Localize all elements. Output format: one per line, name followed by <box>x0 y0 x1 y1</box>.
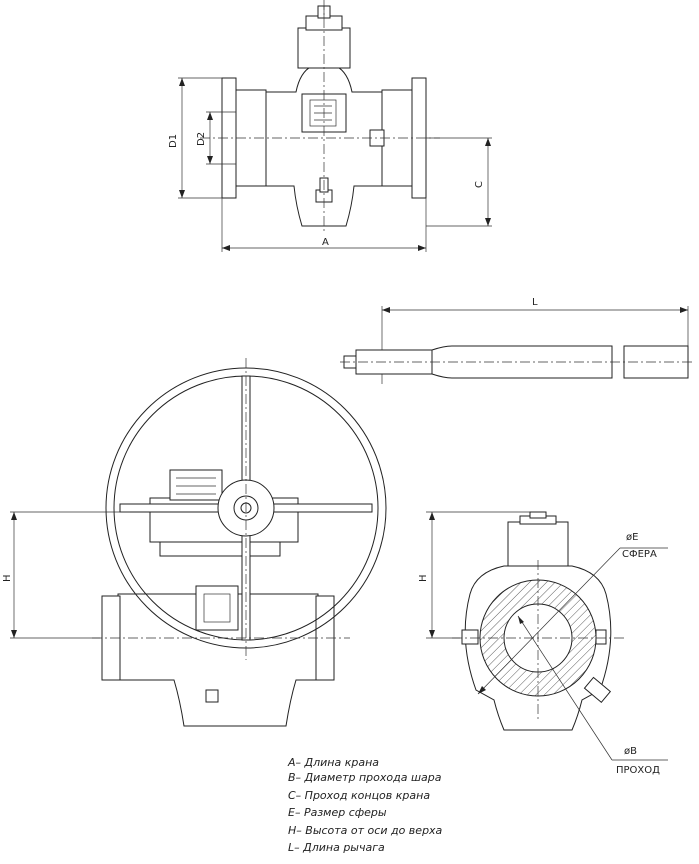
dim-C-label: C <box>474 181 485 188</box>
dim-L-label: L <box>532 297 538 308</box>
legend-item-h: H– Высота от оси до верха <box>288 824 443 837</box>
top-view: A D1 D2 C <box>168 0 492 252</box>
front-valve-body <box>117 593 319 727</box>
front-view: H <box>2 358 387 727</box>
dim-H-front-label: H <box>2 574 13 582</box>
sphere-label: СФЕРА <box>622 549 657 560</box>
bore-label: ПРОХОД <box>616 765 660 776</box>
legend-item-b: B– Диаметр прохода шара <box>288 771 442 784</box>
bore-symbol: øB <box>624 746 637 757</box>
dim-H-side-label: H <box>418 574 429 582</box>
legend: A– Длина крана B– Диаметр прохода шара C… <box>287 756 443 854</box>
sphere-symbol: øE <box>626 532 638 543</box>
dim-D2-label: D2 <box>196 132 207 146</box>
lever-view: L <box>340 297 692 384</box>
legend-item-a: A– Длина крана <box>287 756 379 769</box>
dim-A-label: A <box>322 237 329 248</box>
legend-item-e: E– Размер сферы <box>288 806 387 819</box>
dim-D1-label: D1 <box>168 134 179 148</box>
legend-item-c: C– Проход концов крана <box>288 789 430 802</box>
front-nameplate <box>195 585 239 631</box>
side-section-view: H øE СФЕРА øB ПРОХОД <box>418 511 668 776</box>
legend-item-l: L– Длина рычага <box>288 841 385 854</box>
